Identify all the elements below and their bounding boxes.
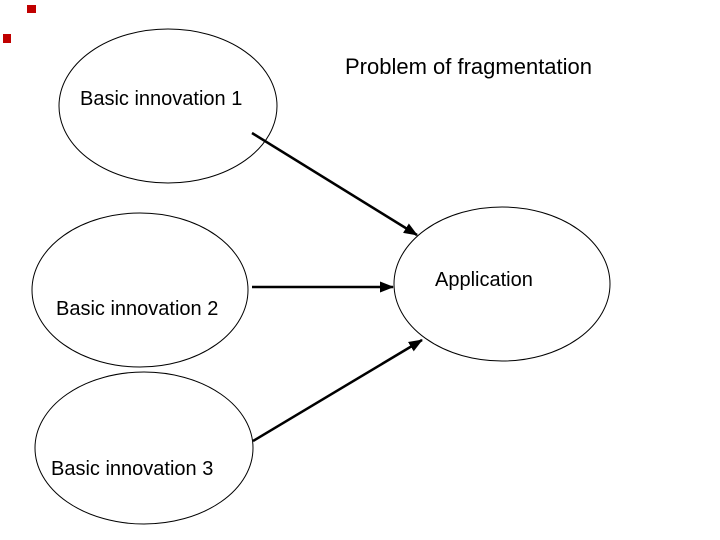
nodes-layer: Basic innovation 1 Basic innovation 2 Basi… <box>31 28 611 525</box>
node-ellipse-application <box>393 206 611 362</box>
edge-basic1-to-application <box>251 131 418 237</box>
edge-basic3-to-application <box>252 338 423 443</box>
node-label-basic2: Basic innovation 2 <box>56 298 218 320</box>
node-label-basic3: Basic innovation 3 <box>51 458 213 480</box>
node-ellipse-basic2 <box>31 212 249 368</box>
node-ellipse-basic3 <box>34 371 254 525</box>
node-label-basic1: Basic innovation 1 <box>80 88 242 110</box>
node-ellipse-basic1 <box>58 28 278 184</box>
edges-layer <box>251 131 423 443</box>
node-label-application: Application <box>435 269 533 291</box>
red-square-marker <box>27 5 36 13</box>
slide-title: Problem of fragmentation <box>345 54 593 79</box>
red-square-marker <box>3 34 11 43</box>
